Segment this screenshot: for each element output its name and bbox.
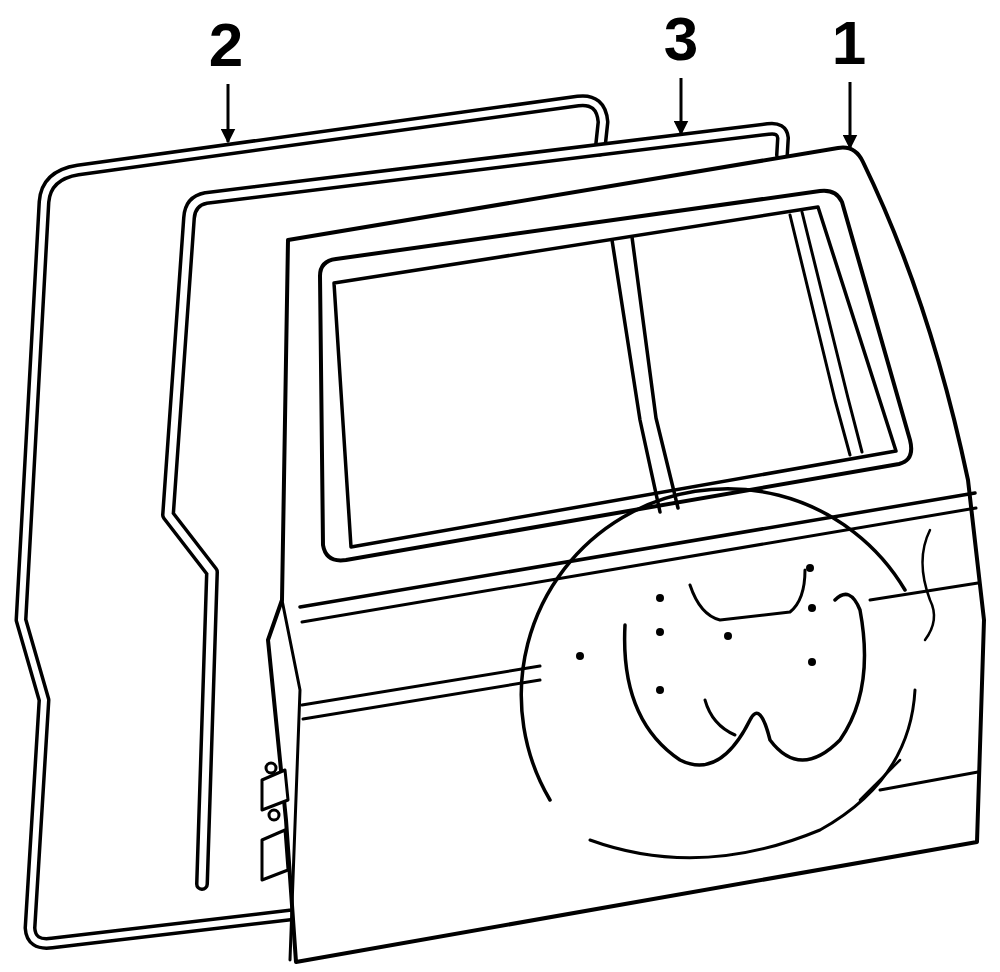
window-frame [320,191,911,561]
leader-arrows [228,78,850,148]
hinge-bolt [269,810,279,820]
glass-run [802,212,862,452]
window-opening [334,207,896,547]
leader-arrow [227,84,230,142]
mount-recess [625,594,865,765]
glass-run [790,215,850,455]
bolt-hole [656,628,664,636]
bolt-hole [576,652,584,660]
body-line [303,680,540,719]
callout-number: 3 [664,8,698,70]
mount-recess [705,700,735,735]
panel-crease [923,530,935,640]
bolt-hole [656,594,664,602]
bolt-hole [808,604,816,612]
division-bar [612,240,660,512]
leader-arrow [680,78,683,134]
callout-number: 2 [209,14,243,76]
bolt-hole [724,632,732,640]
bolt-hole [806,564,814,572]
leader-arrow [849,82,852,148]
belt-line [302,508,976,622]
bolt-holes [576,564,816,694]
division-bar [632,237,678,508]
hinge-bolt [266,763,276,773]
body-line [870,583,978,600]
bolt-hole [656,686,664,694]
body-line [880,772,978,790]
hinge [262,830,288,880]
hinge [262,770,288,810]
door-shell [262,148,984,962]
callout-number: 1 [832,12,866,74]
panel-crease [860,760,900,800]
bolt-hole [808,658,816,666]
mount-recess [690,570,805,620]
door-outline [268,148,984,962]
tire-mount [521,489,905,800]
